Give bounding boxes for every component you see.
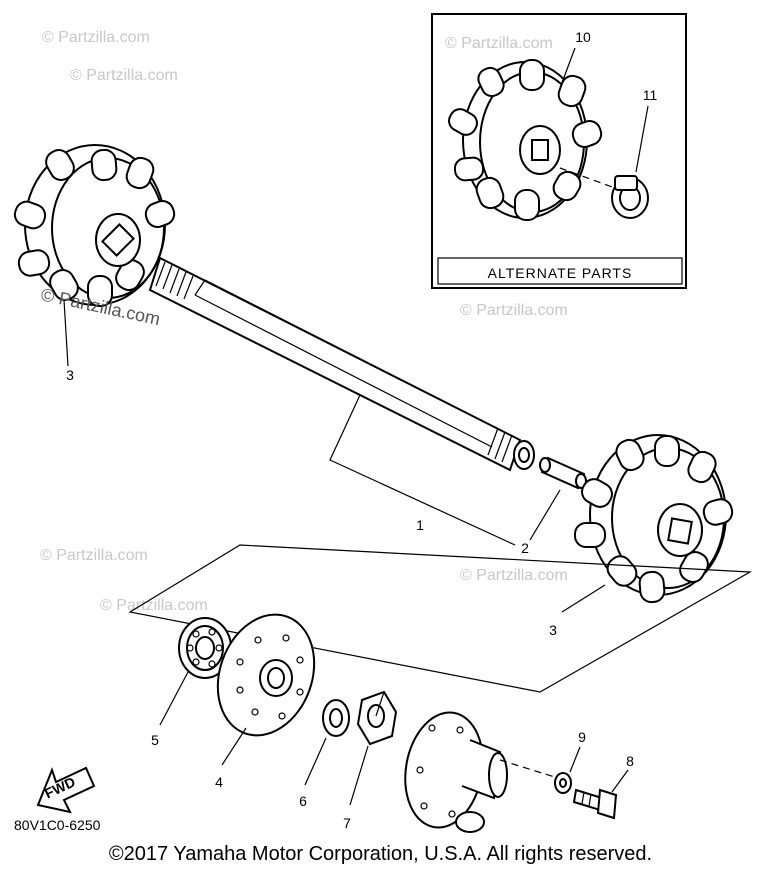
watermark: © Partzilla.com — [100, 597, 208, 614]
callout-8: 8 — [626, 753, 634, 769]
sprocket-left — [13, 144, 176, 307]
copyright-notice: ©2017 Yamaha Motor Corporation, U.S.A. A… — [108, 843, 653, 865]
watermark: © Partzilla.com — [460, 302, 568, 319]
watermark: © Partzilla.com — [42, 29, 150, 46]
callout-9: 9 — [578, 729, 586, 745]
callout-7: 7 — [343, 815, 351, 831]
watermark: © Partzilla.com — [40, 547, 148, 564]
lock-washer — [554, 772, 572, 794]
callout-3-right: 3 — [549, 622, 557, 638]
pin — [539, 456, 587, 490]
forward-arrow-icon: FWD — [36, 766, 96, 814]
alternate-parts-caption: ALTERNATE PARTS — [488, 265, 633, 281]
watermark: © Partzilla.com — [70, 67, 178, 84]
callout-11: 11 — [643, 87, 658, 103]
callout-10: 10 — [575, 29, 591, 45]
drive-shaft — [148, 256, 535, 472]
bolt — [572, 788, 618, 820]
callout-5: 5 — [151, 732, 159, 748]
watermark-layer: © Partzilla.com © Partzilla.com © Partzi… — [40, 29, 568, 614]
nut — [356, 690, 398, 746]
washer — [322, 699, 350, 737]
watermark: © Partzilla.com — [445, 35, 553, 52]
flange-plate — [216, 613, 316, 737]
alt-clip-11 — [611, 175, 649, 219]
hub-flange — [404, 711, 559, 833]
diagram-code: 80V1C0-6250 — [14, 817, 101, 833]
callout-3-left: 3 — [66, 367, 74, 383]
watermark: © Partzilla.com — [460, 567, 568, 584]
assembly-outline — [128, 544, 753, 693]
callout-4: 4 — [215, 774, 223, 790]
alt-sprocket-10 — [448, 59, 616, 221]
sprocket-right — [574, 434, 734, 604]
bearing — [178, 617, 232, 679]
callout-2: 2 — [521, 540, 529, 556]
callout-1: 1 — [416, 517, 424, 533]
callout-6: 6 — [299, 793, 307, 809]
alternate-parts-inset: ALTERNATE PARTS — [431, 13, 687, 289]
